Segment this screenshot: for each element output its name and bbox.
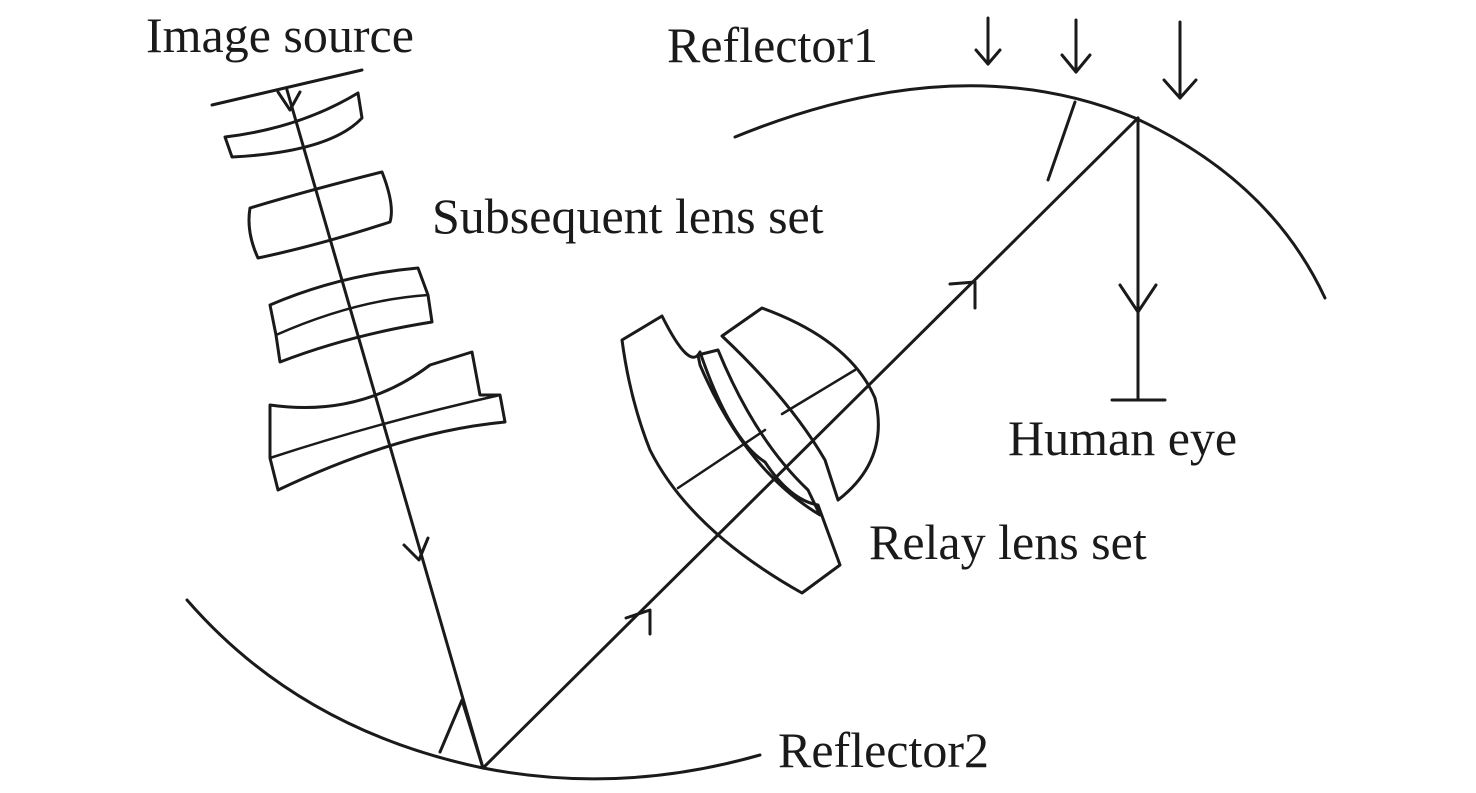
reflector2-arc bbox=[185, 598, 762, 781]
reflector1-label: Reflector1 bbox=[667, 17, 878, 73]
source-beam bbox=[276, 88, 485, 770]
subsequent-lens-set bbox=[223, 91, 507, 492]
reflector1-tick bbox=[1046, 100, 1077, 182]
lens-element bbox=[620, 314, 842, 595]
lens-element bbox=[696, 348, 822, 517]
human-eye-label: Human eye bbox=[1008, 410, 1237, 466]
relay-lens-set bbox=[620, 306, 880, 595]
lens-element bbox=[720, 306, 880, 502]
lens-element bbox=[268, 350, 507, 492]
lens-element bbox=[247, 170, 393, 260]
down-arrow-icon bbox=[1060, 18, 1092, 74]
reflector2-tick bbox=[438, 698, 485, 770]
subsequent-lens-set-label: Subsequent lens set bbox=[432, 188, 824, 244]
image-source-plane bbox=[210, 68, 364, 107]
down-arrow-icon bbox=[1162, 20, 1198, 100]
lens-element-interface bbox=[274, 293, 430, 337]
eye-beam bbox=[1110, 116, 1167, 402]
reflector2-label: Reflector2 bbox=[778, 722, 989, 778]
lens-element bbox=[268, 266, 434, 364]
lens-element-interface bbox=[268, 393, 502, 460]
lens-element bbox=[223, 91, 364, 159]
relay-lens-set-label: Relay lens set bbox=[869, 514, 1147, 570]
down-arrow-icon bbox=[974, 16, 1002, 66]
relay-beam bbox=[481, 116, 1140, 770]
incoming-light-arrows bbox=[974, 16, 1198, 100]
image-source-label: Image source bbox=[146, 7, 414, 63]
reflector1-arc bbox=[733, 84, 1327, 300]
